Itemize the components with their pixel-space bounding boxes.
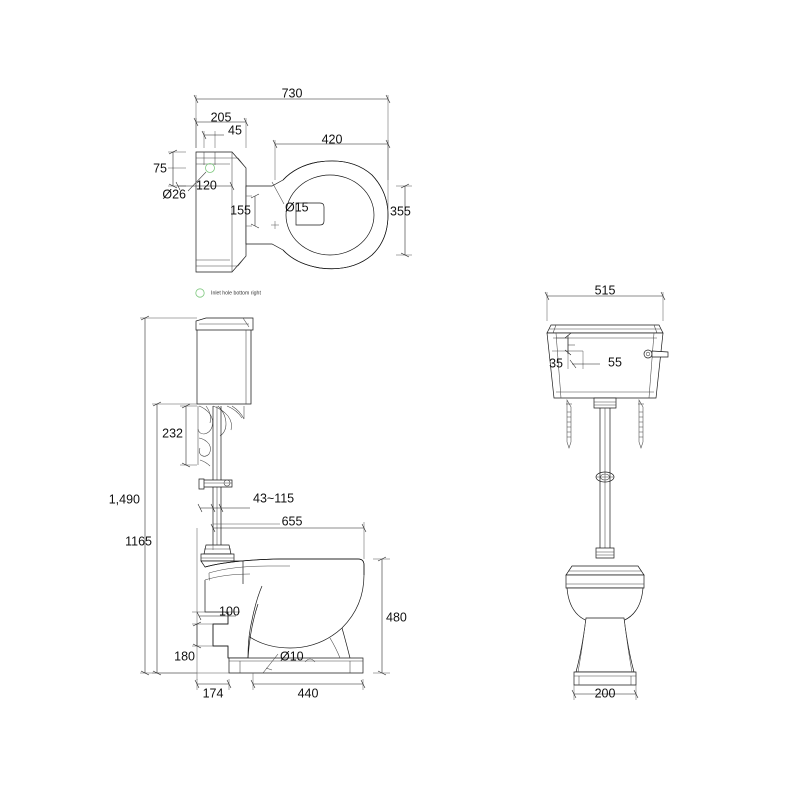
front-fixing-bolt-left <box>566 398 572 449</box>
side-dim-pipe-adjust-range: 43~115 <box>253 491 294 505</box>
plan-dimension-lines <box>168 94 410 258</box>
side-pan-pedestal <box>204 580 263 659</box>
plan-centre-mark <box>271 221 279 229</box>
side-pan-body <box>200 558 365 649</box>
front-dim-pedestal-width: 200 <box>595 686 616 700</box>
side-dim-bowl-height: 480 <box>386 610 407 624</box>
inlet-note-legend: Inlet hole bottom right <box>195 288 261 298</box>
plan-dim-overall-depth: 730 <box>282 86 303 100</box>
front-pan-rim <box>565 565 645 589</box>
front-flush-pipe <box>599 408 611 548</box>
side-cistern <box>195 317 254 405</box>
side-floor-fixing-leader <box>262 653 279 674</box>
side-base-plinth <box>228 657 364 674</box>
front-dimension-lines <box>544 291 666 699</box>
plan-cistern-lid <box>203 152 216 165</box>
plan-cistern-outline <box>195 151 247 273</box>
front-cistern-lid <box>546 324 664 334</box>
plan-dim-pan-inlet-height: 155 <box>230 203 251 217</box>
side-ornamental-bracket <box>197 405 245 467</box>
plan-dim-lid-offset: 45 <box>228 123 242 137</box>
side-flush-pipe <box>212 406 222 545</box>
plan-dim-fixing-hole-dia: Ø15 <box>285 200 309 214</box>
front-elevation: 515 35 55 200 <box>544 283 669 700</box>
side-pan-inlet-flange <box>200 544 235 562</box>
plan-seat-ring <box>285 174 375 256</box>
plan-dim-cistern-width: 205 <box>211 110 232 124</box>
side-pipe-collar <box>198 478 233 490</box>
side-dim-cistern-depth: 174 <box>203 686 224 700</box>
plan-seat-notch <box>295 202 325 226</box>
front-pipe-coupling <box>595 471 615 483</box>
plan-inlet-hole-marker <box>187 163 215 192</box>
plan-dim-bowl-width: 355 <box>390 204 411 218</box>
side-dim-bracket-height: 232 <box>162 426 183 440</box>
front-dim-lever-height: 35 <box>549 356 563 370</box>
plan-dim-cistern-body-width: 120 <box>196 178 217 192</box>
front-pan-inlet-collar <box>595 547 615 559</box>
front-cistern-body <box>546 332 664 399</box>
side-dim-trap-outlet-height: 100 <box>219 604 240 618</box>
side-dim-outlet-centre-height: 180 <box>174 649 195 663</box>
plan-dim-inlet-from-top: 75 <box>153 161 167 175</box>
side-dim-cistern-base-height: 1165 <box>125 534 152 548</box>
inlet-note-label: Inlet hole bottom right <box>211 290 261 296</box>
side-dimension-lines <box>140 315 387 689</box>
plan-dim-bowl-centre-offset: 420 <box>322 132 343 146</box>
front-flush-lever <box>643 349 669 359</box>
front-dim-cistern-width: 515 <box>595 283 616 297</box>
front-pedestal-foot <box>573 671 637 686</box>
side-bowl-leg <box>329 627 351 659</box>
front-extension-lines <box>546 292 664 700</box>
front-dim-lever-offset: 55 <box>608 355 622 369</box>
plan-view: 730 205 45 420 355 75 120 Ø26 155 Ø15 In… <box>153 86 412 298</box>
side-elevation: 1,490 1165 232 43~115 655 480 100 180 17… <box>109 315 407 700</box>
front-fixing-bolt-right <box>638 398 644 449</box>
front-pedestal <box>575 617 635 673</box>
front-cistern-outlet <box>593 397 617 409</box>
side-dim-projection: 655 <box>282 514 303 528</box>
plan-dim-inlet-hole-dia: Ø26 <box>162 187 186 201</box>
side-dim-overall-height: 1,490 <box>109 492 140 506</box>
side-dim-floor-fixing-dia: Ø10 <box>280 649 304 663</box>
side-dim-pan-depth: 440 <box>298 686 319 700</box>
